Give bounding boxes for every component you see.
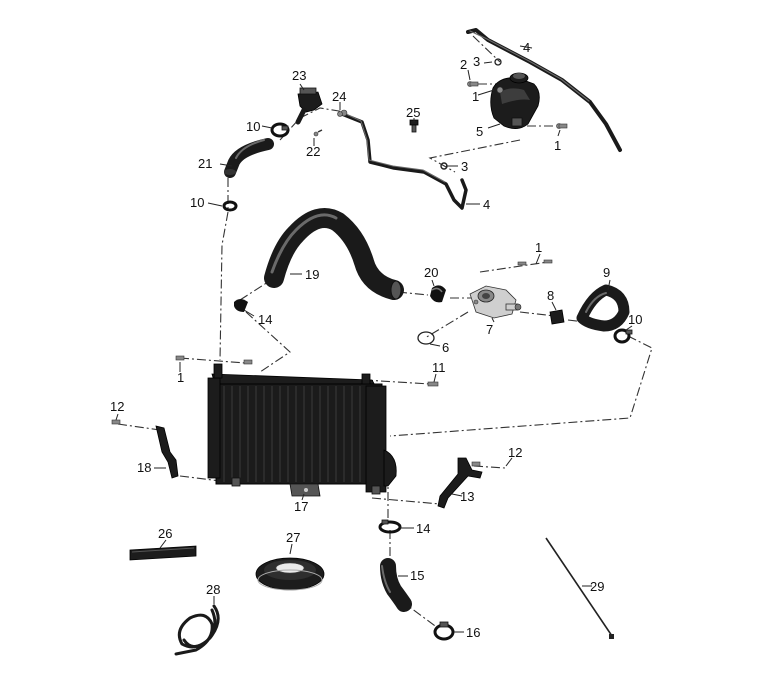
overflow-tube-lower: [340, 109, 468, 210]
callout-29: 29: [590, 579, 604, 594]
callout-14-lower: 14: [416, 521, 430, 536]
callout-17: 17: [294, 499, 308, 514]
upper-radiator-hose: [264, 208, 404, 300]
hose-clamp-small-upper: [234, 299, 248, 312]
callout-15: 15: [410, 568, 424, 583]
callout-10-mid: 10: [190, 195, 204, 210]
o-ring: [417, 331, 435, 345]
lower-radiator-hose: [380, 558, 412, 612]
callout-18: 18: [137, 460, 151, 475]
callout-11: 11: [432, 360, 446, 375]
callout-26: 26: [158, 526, 172, 541]
strap: [129, 545, 197, 561]
hose-clamp-right: [613, 328, 633, 344]
callout-1-radiator: 1: [177, 370, 184, 385]
callout-25: 25: [406, 105, 420, 120]
callout-16: 16: [466, 625, 480, 640]
upper-short-hose: [224, 138, 274, 178]
callout-20: 20: [424, 265, 438, 280]
callout-12-left: 12: [110, 399, 124, 414]
callout-24: 24: [332, 89, 346, 104]
callout-labels: 4 3 2 1 5 1 3 4 25 24 23 10 22 21 10 19 …: [110, 40, 642, 640]
callout-22: 22: [306, 144, 320, 159]
radiator-bolts: [175, 355, 439, 387]
thermostat-bolts: [517, 259, 553, 266]
callout-4-upper: 4: [523, 40, 530, 55]
callout-7: 7: [486, 322, 493, 337]
hose-clamp-mid: [222, 200, 238, 212]
callout-5: 5: [476, 124, 483, 139]
overflow-tube-upper: [466, 28, 622, 152]
hose-sleeve: [549, 309, 565, 325]
callout-12-right: 12: [508, 445, 522, 460]
left-bracket: [155, 425, 179, 479]
fitting-screw: [337, 111, 343, 117]
callout-3-lower: 3: [461, 159, 468, 174]
callout-13: 13: [460, 489, 474, 504]
expansion-reservoir: [490, 72, 540, 129]
callout-27: 27: [286, 530, 300, 545]
hose-clamp-small-lower: [378, 519, 402, 534]
callout-3-upper: 3: [473, 54, 480, 69]
assembly-guide-lines: [117, 35, 653, 629]
callout-21: 21: [198, 156, 212, 171]
hose-clamp-large: [430, 285, 446, 303]
right-bracket: [437, 457, 483, 509]
callout-23: 23: [292, 68, 306, 83]
callout-10-top: 10: [246, 119, 260, 134]
radiator: [207, 363, 397, 497]
callout-19: 19: [305, 267, 319, 282]
callout-8: 8: [547, 288, 554, 303]
hose-clamp-bottom: [433, 621, 455, 641]
cable-tie: [545, 537, 614, 639]
callout-2: 2: [460, 57, 467, 72]
callout-10-right: 10: [628, 312, 642, 327]
callout-1-right: 1: [554, 138, 561, 153]
thermostat-housing: [469, 285, 522, 319]
hose-clamp-upper: [270, 122, 290, 138]
callout-leader-lines: [115, 45, 633, 633]
fitting-screw-small: [313, 129, 323, 137]
foam-seal-roll: [255, 557, 325, 591]
callout-4-lower: 4: [483, 197, 490, 212]
callout-6: 6: [442, 340, 449, 355]
coiled-hose: [174, 604, 220, 656]
callout-14-upper: 14: [258, 312, 272, 327]
thermostat-loop-hose: [576, 284, 630, 332]
filler-neck-fitting: [295, 87, 323, 125]
reservoir-hardware: [467, 58, 568, 129]
callout-28: 28: [206, 582, 220, 597]
callout-1-reservoir: 1: [472, 89, 479, 104]
callout-1-thermostat: 1: [535, 240, 542, 255]
callout-9: 9: [603, 265, 610, 280]
